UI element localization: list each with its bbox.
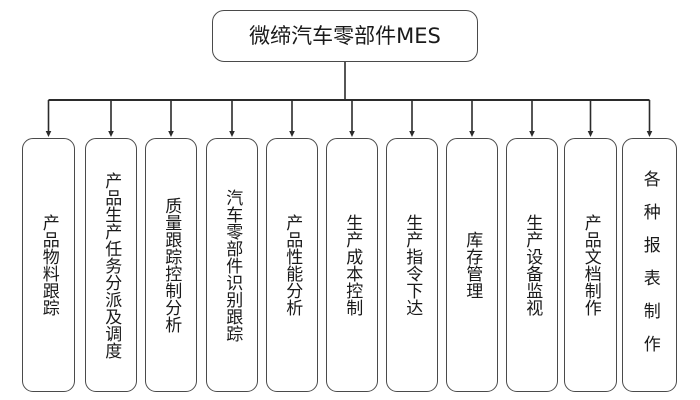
root-node[interactable]: 微缔汽车零部件MES	[212, 10, 478, 62]
leaf-node-label: 库存管理	[462, 231, 483, 299]
leaf-node[interactable]: 质量跟踪控制分析	[145, 138, 197, 392]
leaf-node[interactable]: 生产指令下达	[386, 138, 438, 392]
leaf-node[interactable]: 汽车零部件识别跟踪	[206, 138, 258, 392]
leaf-node[interactable]: 生产成本控制	[326, 138, 378, 392]
leaf-node[interactable]: 库存管理	[446, 138, 498, 392]
leaf-node-label: 汽车零部件识别跟踪	[222, 188, 243, 342]
leaf-node[interactable]: 产品文档制作	[564, 138, 617, 392]
leaf-node[interactable]: 产品性能分析	[266, 138, 318, 392]
leaf-node-label: 各种报表制作	[639, 170, 660, 368]
leaf-node[interactable]: 生产设备监视	[506, 138, 558, 392]
leaf-node[interactable]: 产品生产任务分派及调度	[85, 138, 137, 392]
leaf-node-label: 产品物料跟踪	[38, 214, 59, 316]
leaf-node-label: 生产设备监视	[522, 214, 543, 316]
leaf-node-label: 质量跟踪控制分析	[161, 197, 182, 333]
leaf-node[interactable]: 各种报表制作	[622, 138, 677, 392]
leaf-node-label: 生产成本控制	[342, 214, 363, 316]
root-node-label: 微缔汽车零部件MES	[249, 23, 441, 48]
leaf-node-label: 产品文档制作	[580, 214, 601, 316]
leaf-node[interactable]: 产品物料跟踪	[22, 138, 75, 392]
leaf-node-label: 产品生产任务分派及调度	[101, 171, 122, 359]
leaf-node-label: 生产指令下达	[402, 214, 423, 316]
leaf-node-label: 产品性能分析	[282, 214, 303, 316]
